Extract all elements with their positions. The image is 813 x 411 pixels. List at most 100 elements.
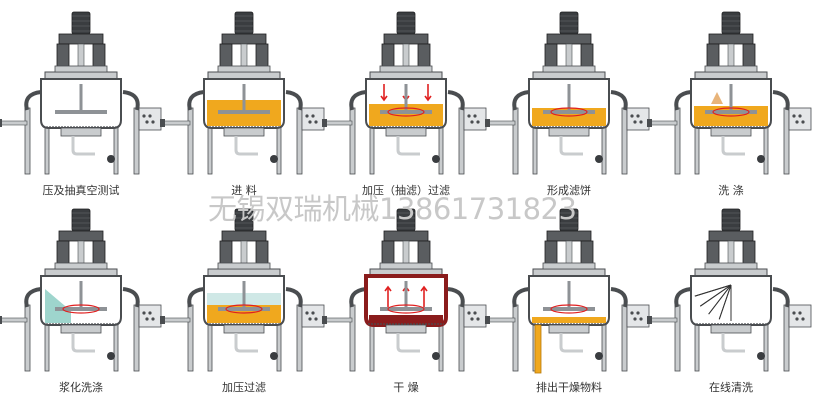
control-knob bbox=[792, 114, 796, 118]
support-leg bbox=[276, 318, 282, 372]
filter-dryer-unit-10 bbox=[647, 208, 812, 372]
control-knob bbox=[633, 120, 637, 124]
support-arm bbox=[674, 287, 692, 308]
control-knob bbox=[792, 311, 796, 315]
vessel-lid bbox=[44, 71, 118, 80]
support-leg bbox=[694, 121, 700, 175]
drain-pipe bbox=[721, 136, 745, 156]
caption-stage-6: 浆化洗涤 bbox=[59, 381, 103, 394]
residual-cake bbox=[532, 317, 606, 323]
drain-pipe bbox=[396, 333, 420, 353]
control-box bbox=[301, 107, 325, 131]
support-leg bbox=[133, 304, 140, 372]
control-knob bbox=[311, 311, 315, 315]
gearbox bbox=[221, 33, 267, 45]
vessel-bottom bbox=[60, 324, 102, 334]
support-arm bbox=[122, 287, 140, 308]
vessel-bottom bbox=[710, 324, 752, 334]
control-knob bbox=[314, 317, 318, 321]
support-arm bbox=[772, 287, 790, 308]
support-leg bbox=[24, 107, 31, 175]
control-knob bbox=[473, 114, 477, 118]
flow-arrow-head bbox=[420, 285, 428, 292]
filter-dryer-unit-3 bbox=[322, 11, 487, 175]
support-leg bbox=[296, 304, 303, 372]
vessel-bottom bbox=[385, 324, 427, 334]
control-box bbox=[626, 107, 650, 131]
control-box bbox=[463, 304, 487, 328]
pipe-flange bbox=[0, 119, 2, 127]
support-leg bbox=[44, 318, 50, 372]
lid-dome bbox=[217, 65, 271, 73]
support-leg bbox=[532, 121, 538, 175]
vessel-lid bbox=[694, 268, 768, 277]
control-knob bbox=[314, 120, 318, 124]
support-leg bbox=[763, 121, 769, 175]
agitator-blade bbox=[55, 307, 107, 311]
support-leg bbox=[783, 107, 790, 175]
agitator-blade bbox=[380, 110, 432, 114]
filter-dryer-unit-4 bbox=[485, 11, 650, 175]
caption-stage-3: 加压（抽滤）过滤 bbox=[362, 184, 450, 197]
vessel-lid bbox=[369, 71, 443, 80]
support-leg bbox=[207, 318, 213, 372]
lid-dome bbox=[704, 262, 758, 270]
control-knob bbox=[801, 317, 805, 321]
inlet-pipe bbox=[325, 317, 353, 323]
vessel-bottom bbox=[548, 127, 590, 137]
lift-cylinder bbox=[255, 43, 269, 69]
caption-stage-10: 在线清洗 bbox=[709, 381, 753, 394]
filter-dryer-unit-6 bbox=[0, 208, 162, 372]
support-arm bbox=[447, 90, 465, 111]
control-knob bbox=[151, 317, 155, 321]
filter-dryer-unit-5 bbox=[647, 11, 812, 175]
drain-pipe bbox=[71, 136, 95, 156]
control-knob bbox=[633, 317, 637, 321]
pipe-flange bbox=[322, 119, 327, 127]
lift-cylinder bbox=[219, 43, 233, 69]
lid-dome bbox=[542, 65, 596, 73]
support-leg bbox=[601, 318, 607, 372]
dried-cake bbox=[369, 315, 443, 323]
support-arm bbox=[447, 287, 465, 308]
vessel-lid bbox=[694, 71, 768, 80]
control-box bbox=[301, 304, 325, 328]
support-arm bbox=[349, 90, 367, 111]
support-leg bbox=[369, 121, 375, 175]
support-arm bbox=[674, 90, 692, 111]
lift-cylinder bbox=[219, 240, 233, 266]
control-knob bbox=[636, 114, 640, 118]
support-leg bbox=[438, 121, 444, 175]
lift-cylinder bbox=[417, 240, 431, 266]
caster-wheel bbox=[107, 155, 115, 163]
pipe-flange bbox=[647, 119, 652, 127]
support-arm bbox=[187, 90, 205, 111]
control-knob bbox=[148, 311, 152, 315]
agitator-blade bbox=[380, 307, 432, 311]
control-box bbox=[463, 107, 487, 131]
lid-dome bbox=[542, 262, 596, 270]
support-arm bbox=[512, 287, 530, 308]
lid-dome bbox=[54, 262, 108, 270]
inlet-pipe bbox=[650, 317, 678, 323]
gearbox bbox=[221, 230, 267, 242]
agitator-blade bbox=[55, 110, 107, 114]
lift-cylinder bbox=[92, 43, 106, 69]
rotation-arrow bbox=[550, 107, 588, 117]
spray-line bbox=[718, 284, 732, 320]
agitator-blade bbox=[543, 307, 595, 311]
control-knob bbox=[142, 114, 146, 118]
control-knob bbox=[148, 114, 152, 118]
control-knob bbox=[311, 114, 315, 118]
support-leg bbox=[349, 107, 356, 175]
support-arm bbox=[285, 287, 303, 308]
filter-dryer-unit-9 bbox=[485, 208, 650, 374]
support-arm bbox=[610, 287, 628, 308]
control-knob bbox=[145, 120, 149, 124]
lift-cylinder bbox=[92, 240, 106, 266]
rotation-arrow bbox=[225, 304, 263, 314]
vessel-bottom bbox=[385, 127, 427, 137]
caster-wheel bbox=[432, 352, 440, 360]
support-leg bbox=[207, 121, 213, 175]
